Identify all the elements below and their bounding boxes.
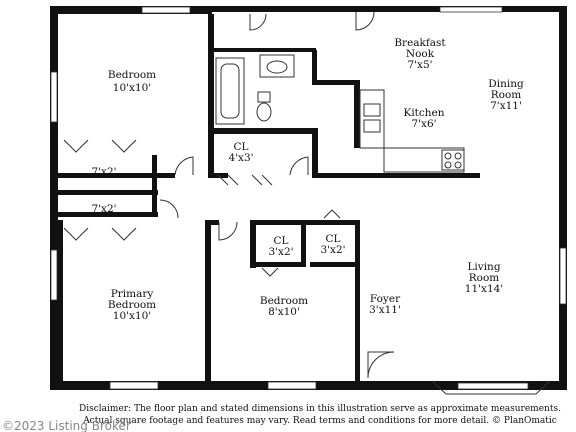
living-dim: 11'x14' [465, 283, 503, 295]
breakfast-dim: 7'x5' [407, 59, 432, 71]
foyer-name: Foyer [370, 293, 401, 305]
vanity-sink [259, 54, 295, 78]
toilet [257, 91, 271, 103]
disclaimer-line-2: Actual square footage and features may v… [82, 416, 557, 426]
kitchen-sink [363, 103, 381, 117]
bedroom-bottom-name: Bedroom [260, 295, 308, 307]
kitchen-dim: 7'x6' [411, 118, 436, 130]
bathroom-fixtures [215, 54, 295, 125]
bedroom-top-dim: 10'x10' [113, 82, 151, 94]
stove [441, 149, 465, 171]
living-name-1: Living [467, 261, 500, 273]
interior-walls [58, 48, 480, 382]
bay-window [431, 380, 551, 395]
closet-hall-name: CL [233, 141, 248, 153]
disclaimer-line-1: Disclaimer: The floor plan and stated di… [79, 404, 561, 414]
closet-b-dim: 3'x2' [320, 244, 345, 256]
doors [63, 11, 395, 379]
bedroom-top-name: Bedroom [108, 69, 156, 81]
bedroom-bottom-dim: 8'x10' [268, 306, 300, 318]
living-name-2: Room [469, 272, 500, 284]
kitchen-fixtures [359, 89, 465, 173]
dining-name-2: Room [491, 89, 522, 101]
dining-dim: 7'x11' [490, 100, 522, 112]
windows [50, 6, 567, 390]
exterior-walls [50, 6, 567, 390]
closet-a-name: CL [273, 235, 288, 247]
watermark: ©2023 Listing Broker [2, 419, 131, 432]
breakfast-name-1: Breakfast [394, 37, 446, 49]
primary-name-1: Primary [111, 288, 154, 300]
primary-dim: 10'x10' [113, 310, 151, 322]
closet-hall-dim: 4'x3' [228, 152, 253, 164]
closet-mid-dim: 7'x2' [91, 203, 116, 215]
closet-top-dim: 7'x2' [91, 166, 116, 178]
bathtub [215, 57, 245, 125]
dining-name-1: Dining [488, 78, 524, 90]
foyer-dim: 3'x11' [369, 304, 401, 316]
primary-name-2: Bedroom [108, 299, 156, 311]
closet-a-dim: 3'x2' [268, 246, 293, 258]
kitchen-name: Kitchen [403, 107, 444, 119]
closet-b-name: CL [325, 233, 340, 245]
breakfast-name-2: Nook [406, 48, 435, 60]
